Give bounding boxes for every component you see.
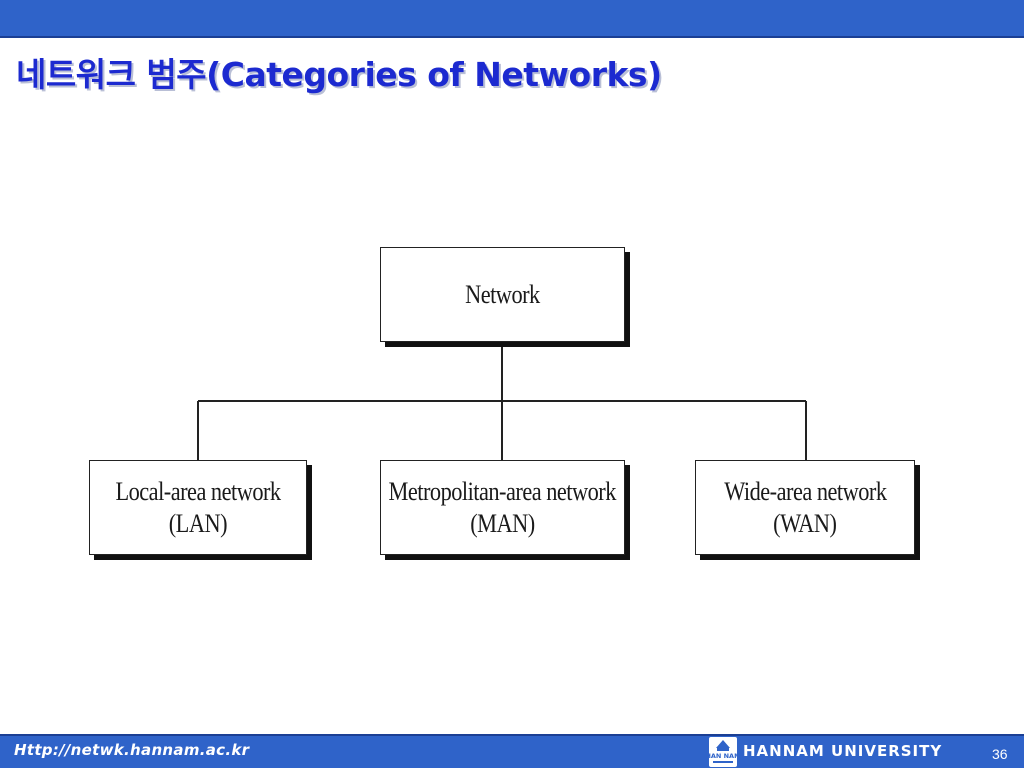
man-node-abbrev: (MAN) [470,508,535,538]
university-logo-graphic: HAN NAM [705,740,741,763]
wan-node-abbrev: (WAN) [773,508,837,538]
lan-node: Local-area network (LAN) [89,460,307,555]
man-node-label: Metropolitan-area network [388,476,617,506]
header-divider [0,36,1024,38]
university-name: HANNAM UNIVERSITY [743,742,943,760]
university-logo-icon: HAN NAM [705,737,741,767]
page-number: 36 [992,746,1008,762]
footer-url-link[interactable]: Http://netwk.hannam.ac.kr [14,741,250,759]
man-node: Metropolitan-area network (MAN) [380,460,625,555]
footer-bar [0,734,1024,768]
wan-node: Wide-area network (WAN) [695,460,915,555]
network-node-label: Network [465,279,540,309]
wan-node-label: Wide-area network [723,476,887,506]
lan-node-abbrev: (LAN) [168,508,228,538]
lan-node-label: Local-area network [115,476,281,506]
footer-divider [0,734,1024,736]
slide-title: 네트워크 범주(Categories of Networks) [16,55,662,94]
network-node: Network [380,247,625,342]
logo-text: HAN NAM [709,752,737,760]
header-bar [0,0,1024,36]
